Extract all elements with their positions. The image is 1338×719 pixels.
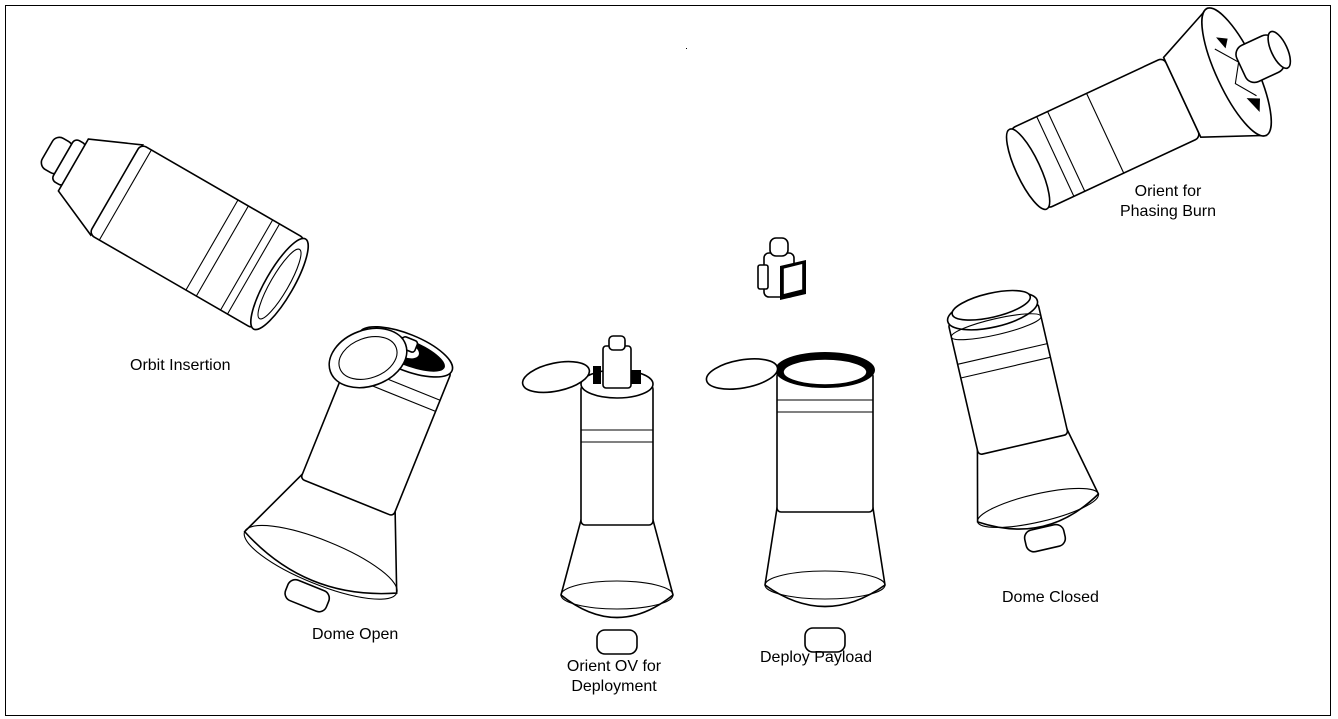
- label-orbit-insertion: Orbit Insertion: [130, 356, 230, 376]
- label-dome-open: Dome Open: [312, 625, 398, 645]
- vehicle-orbit-insertion: [21, 105, 317, 336]
- label-phasing-burn: Orient for Phasing Burn: [1098, 182, 1238, 222]
- label-phasing-line1: Orient for: [1098, 182, 1238, 202]
- payload-spacecraft: [758, 238, 806, 300]
- label-orient-ov-line2: Deployment: [552, 677, 676, 697]
- label-dome-closed: Dome Closed: [1002, 588, 1099, 608]
- label-orient-ov: Orient OV for Deployment: [552, 657, 676, 697]
- speck-mark: [686, 48, 687, 49]
- vehicle-deploy-payload: [765, 352, 885, 652]
- dome-cover-open-3: [704, 354, 780, 394]
- label-phasing-line2: Phasing Burn: [1098, 202, 1238, 222]
- vehicle-dome-closed: [928, 280, 1108, 563]
- label-orient-ov-line1: Orient OV for: [552, 657, 676, 677]
- label-deploy-payload: Deploy Payload: [760, 648, 872, 668]
